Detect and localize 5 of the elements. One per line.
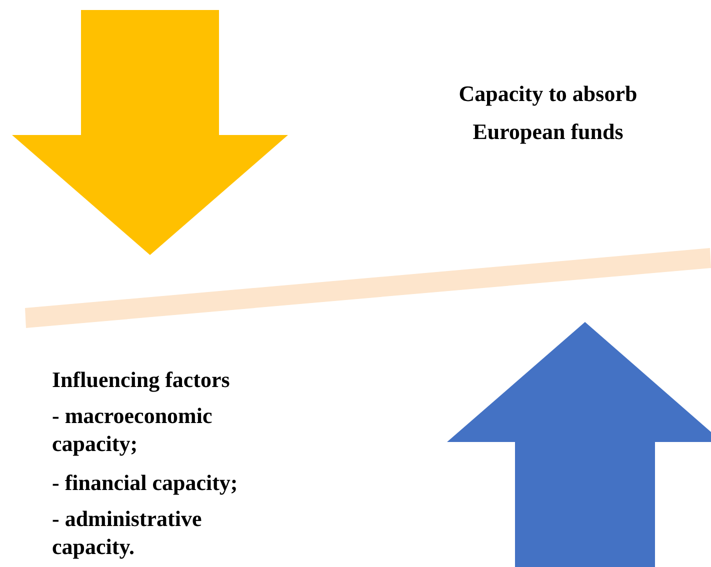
list-heading: Influencing factors bbox=[52, 366, 231, 394]
list-item: - macroeconomic capacity; bbox=[52, 402, 214, 458]
list-item: - financial capacity; bbox=[52, 469, 239, 497]
heading: Capacity to absorb European funds bbox=[458, 80, 638, 146]
list-item: - administrative capacity. bbox=[52, 505, 203, 561]
